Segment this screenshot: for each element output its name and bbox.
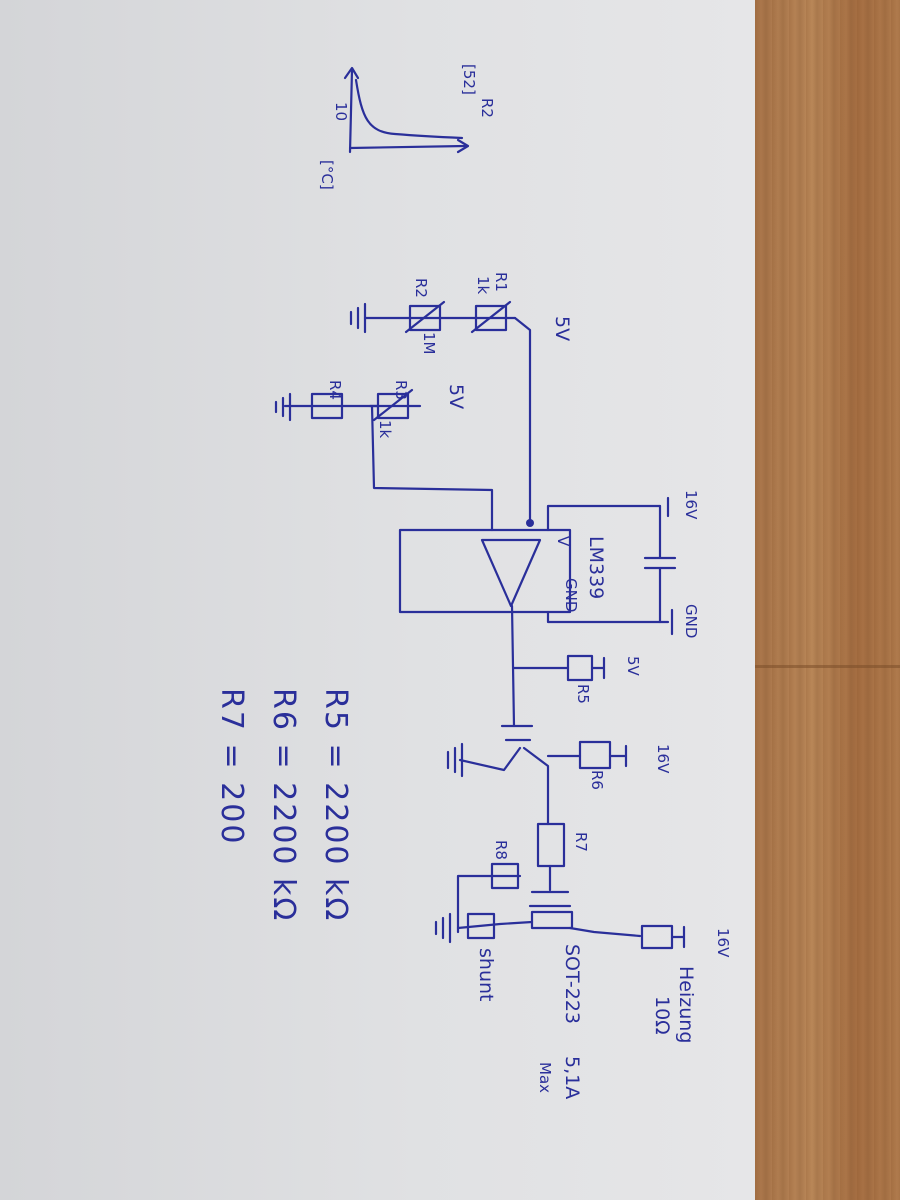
r6-resistor [578, 740, 612, 770]
ground-symbol-r2 [349, 302, 367, 334]
ic-supply-wire [546, 504, 662, 532]
ground-symbol-shunt [434, 912, 452, 944]
divider-r3-r4: R4 R3 1k 5V [274, 380, 494, 532]
r1-wire-down [513, 316, 532, 527]
curve-line [354, 78, 464, 140]
r5-label: R5 [574, 684, 592, 704]
curve-resistance-unit: [52] [460, 64, 478, 95]
ic-v-pin-label: V [554, 536, 572, 547]
power-stage: 16V Heizung 10Ω R8 shunt SOT-223 5,1A Ma… [434, 840, 732, 1099]
curve-resistance-axis: R2 [478, 98, 496, 118]
transistor-emitter [458, 746, 522, 772]
shunt-resistor [466, 912, 496, 940]
shunt-label: shunt [475, 948, 497, 1001]
r6-label: R6 [588, 770, 606, 790]
output-stage: R5 5V R6 16V R7 [446, 604, 672, 892]
mosfet-package-label: SOT-223 [561, 944, 583, 1024]
v5-mid-label: 5V [445, 384, 467, 409]
heater-value-label: 10Ω [651, 996, 673, 1035]
transistor-base [500, 724, 534, 742]
transistor-collector [522, 746, 550, 826]
mosfet-max-label: Max [536, 1062, 554, 1093]
comparator-box [398, 528, 572, 614]
r3-wire-down [368, 404, 494, 532]
divider-r1-r2: R1 1k R2 1M 5V [349, 272, 573, 527]
wooden-table [755, 0, 900, 1200]
heater-resistor [640, 924, 674, 950]
r8-wire [456, 874, 522, 934]
r2-label: R2 [412, 278, 430, 298]
table-seam [755, 665, 900, 668]
component-values: R5 = 2200 kΩ R6 = 2200 kΩ R7 = 200 [214, 688, 353, 922]
r4-resistor [310, 392, 344, 420]
r4-label: R4 [326, 380, 344, 400]
decoupling-cap [643, 504, 677, 624]
r7-label: R7 [572, 832, 590, 852]
v5-top-label: 5V [551, 316, 573, 341]
r5-resistor [566, 654, 594, 682]
curve-temperature-unit: [°C] [318, 160, 336, 190]
r6-equation: R6 = 2200 kΩ [266, 688, 301, 922]
r1-resistor [474, 304, 508, 332]
heater-name-label: Heizung [675, 966, 697, 1043]
ic-name-label: LM339 [585, 536, 607, 599]
ground-symbol-r4 [274, 392, 292, 422]
ic-ground-wire [546, 610, 670, 624]
ic-gnd-pin-label: GND [562, 578, 580, 612]
r3-value: 1k [376, 420, 394, 439]
mosfet-drain-wire [568, 926, 642, 938]
r1-arrow [470, 300, 512, 334]
curve-y-axis [348, 68, 354, 154]
r7-equation: R7 = 200 [214, 688, 249, 845]
comparator-lm339: LM339 V GND 16V GND [398, 490, 700, 638]
r2-value: 1M [420, 332, 438, 355]
curve-arrow-y [343, 66, 360, 80]
heater-supply-wire [670, 925, 686, 949]
gnd-cap-label: GND [682, 604, 700, 638]
mosfet-rating-label: 5,1A [561, 1056, 583, 1099]
r3-label: R3 [392, 380, 410, 400]
ntc-curve-sketch: [52] R2 10 [°C] [318, 64, 496, 190]
curve-arrow-x [456, 138, 470, 154]
curve-x-axis [348, 144, 467, 150]
r8-label: R8 [492, 840, 510, 860]
paper-sheet [0, 0, 760, 1200]
r5-supply-wire [590, 656, 606, 680]
r7-resistor [536, 822, 566, 868]
r1-value: 1k [474, 276, 492, 295]
r2-resistor [408, 304, 442, 332]
r1-label: R1 [492, 272, 510, 292]
r3-arrow [372, 388, 414, 422]
r5-equation: R5 = 2200 kΩ [318, 688, 353, 922]
comparator-output-wire [510, 604, 516, 728]
v5-r5-label: 5V [624, 656, 642, 677]
mosfet-body [530, 910, 574, 930]
comparator-triangle [480, 538, 542, 608]
r8-resistor [490, 862, 520, 890]
v16-top-label: 16V [682, 490, 700, 520]
v16-r6-label: 16V [654, 744, 672, 774]
ground-symbol-transistor [446, 742, 464, 778]
r6-supply-wire [608, 744, 628, 768]
mosfet-gate [528, 890, 572, 908]
v16-heater-label: 16V [714, 928, 732, 958]
r2-arrow [404, 300, 446, 334]
curve-temperature-value: 10 [332, 102, 350, 121]
junction-dot [526, 519, 534, 527]
mosfet-source-wire [456, 920, 534, 930]
